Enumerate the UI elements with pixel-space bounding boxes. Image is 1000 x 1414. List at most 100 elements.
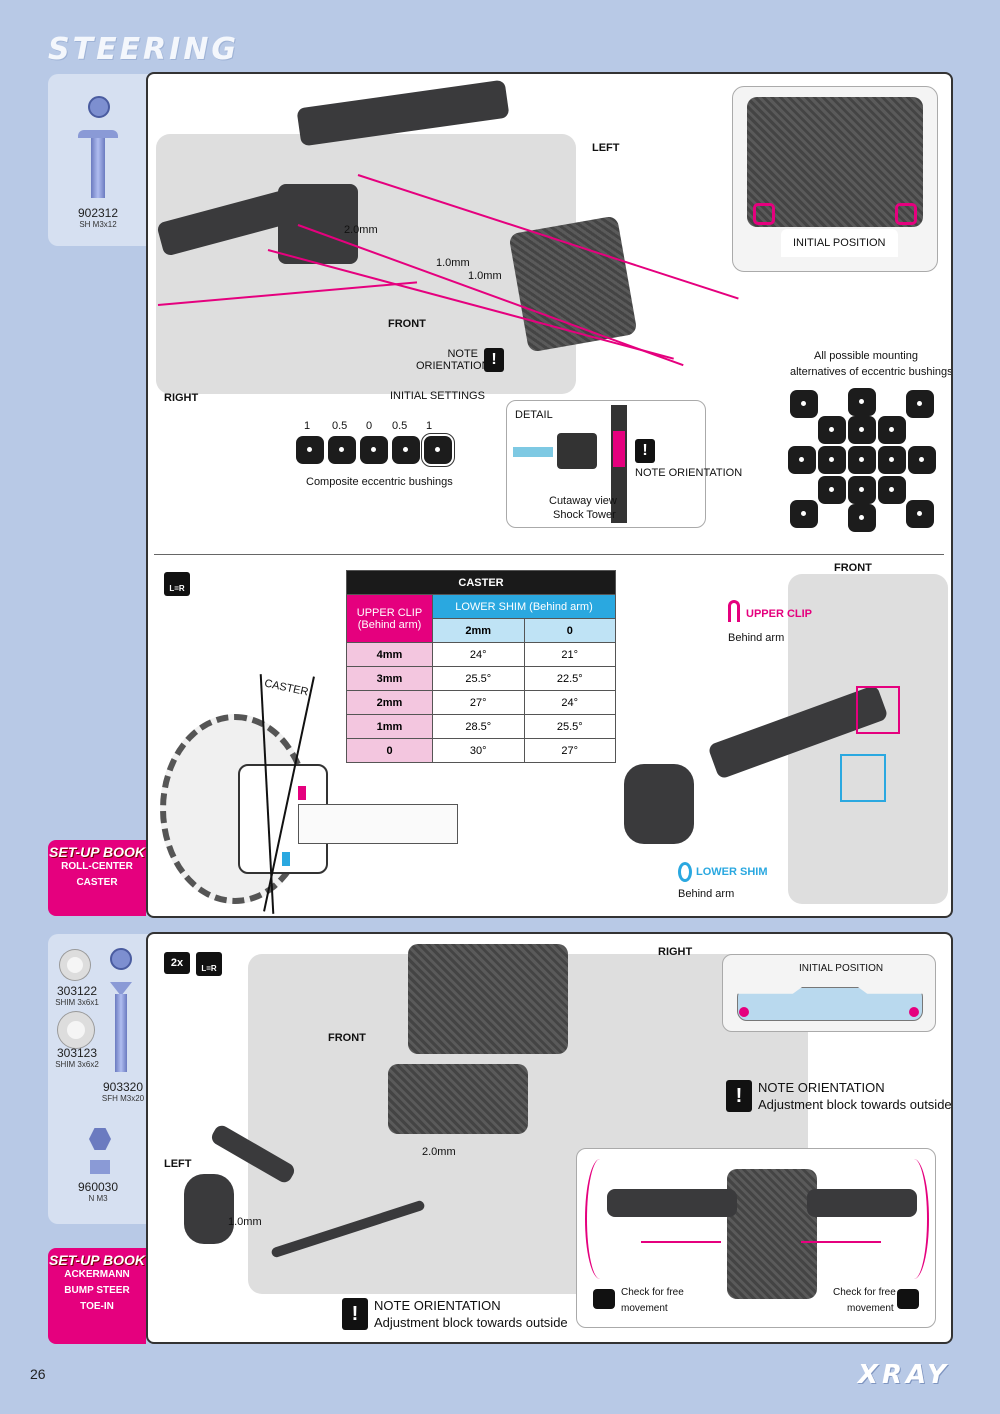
bushing-value: 1 <box>304 420 311 432</box>
bushing-icon <box>878 476 906 504</box>
mounting-grid <box>788 388 938 532</box>
setup-book-item: ROLL-CENTER <box>61 861 133 872</box>
note1-sub: Adjustment block towards outside <box>758 1097 952 1112</box>
part-303122: 303122 SHIM 3x6x1 <box>48 984 106 1007</box>
value-cell: 22.5° <box>523 666 616 691</box>
check-left-1: Check for free <box>621 1287 684 1298</box>
bushing-icon <box>818 476 846 504</box>
clip-cell: 1mm <box>346 714 433 739</box>
screw-icon <box>88 96 110 118</box>
value-cell: 30° <box>432 738 525 763</box>
value-cell: 24° <box>523 690 616 715</box>
note1-title: NOTE ORIENTATION <box>758 1080 885 1095</box>
bushing-value: 0 <box>366 420 373 432</box>
front-upright <box>624 764 694 844</box>
setup-book-item: CASTER <box>76 877 118 888</box>
rotate-arrow <box>585 1159 615 1279</box>
part-desc: SHIM 3x6x1 <box>55 998 99 1007</box>
chassis-plate <box>388 1064 528 1134</box>
section3-panel: 2x L=R RIGHT FRONT LEFT 2.0mm 1.0mm INIT… <box>146 932 953 1344</box>
setup-book-title: SET-UP BOOK <box>49 1252 145 1268</box>
lower-shim-label: LOWER SHIM <box>696 866 768 878</box>
value-cell: 25.5° <box>432 666 525 691</box>
bushing-icon <box>908 446 936 474</box>
note2-sub: Adjustment block towards outside <box>374 1315 568 1330</box>
lr-icon-text: L=R <box>201 964 217 973</box>
mount-highlight <box>753 203 775 225</box>
page-number: 26 <box>30 1366 46 1382</box>
bushing-side-icon <box>557 433 597 469</box>
setup-book-badge[interactable]: SET-UP BOOK ACKERMANN BUMP STEER TOE-IN <box>48 1248 146 1344</box>
mount-highlight <box>909 1007 919 1017</box>
note-orientation-label: NOTE ORIENTATION <box>416 348 490 372</box>
bushing-icon <box>790 500 818 528</box>
part-902312: 902312 SH M3x12 <box>48 206 148 229</box>
bushing-value: 0.5 <box>392 420 408 432</box>
page-title: STEERING <box>48 32 240 67</box>
detail-box: DETAIL ! NOTE ORIENTATION Cutaway view S… <box>506 400 742 528</box>
shim-col: 2mm <box>432 618 525 643</box>
bushing-icon <box>878 446 906 474</box>
lower-shim-box <box>840 754 886 802</box>
shim-1mm-label: 1.0mm <box>228 1216 262 1228</box>
qty-icon: 2x <box>164 952 190 974</box>
bushing-icon <box>848 476 876 504</box>
screw-shaft-icon <box>78 130 118 138</box>
check-right-1: Check for free <box>833 1287 896 1298</box>
lr-icon: L=R <box>164 572 190 596</box>
bushing-icon <box>848 504 876 532</box>
clip-marker <box>298 786 306 800</box>
shim-1mm-label: 1.0mm <box>468 270 502 282</box>
value-cell: 27° <box>523 738 616 763</box>
tower-section-highlight <box>613 431 625 467</box>
part-number: 960030 <box>77 1180 119 1194</box>
front-label: FRONT <box>328 1032 366 1044</box>
mount-highlight <box>739 1007 749 1017</box>
shim-2mm-label: 2.0mm <box>422 1146 456 1158</box>
bushing-icon <box>296 436 324 464</box>
left-label: LEFT <box>164 1158 192 1170</box>
mounting-title-2: alternatives of eccentric bushings <box>790 366 953 378</box>
bushing-value: 0.5 <box>332 420 348 432</box>
value-cell: 21° <box>523 642 616 667</box>
upper-clip-label: UPPER CLIP <box>746 608 813 620</box>
movement-arrow <box>641 1241 721 1243</box>
upper-clip-sub: Behind arm <box>728 632 785 644</box>
shim-col: 0 <box>523 618 616 643</box>
bushing-value: 1 <box>426 420 433 432</box>
upper-clip-box <box>856 686 900 734</box>
divider <box>154 554 944 555</box>
shim-2mm-label: 2.0mm <box>344 224 378 236</box>
lr-icon-text: L=R <box>169 584 185 593</box>
setup-book-title: SET-UP BOOK <box>49 844 145 860</box>
setup-book-badge[interactable]: SET-UP BOOK ROLL-CENTER CASTER <box>48 840 146 916</box>
screw-icon <box>110 948 132 970</box>
check-icon <box>897 1289 919 1309</box>
shim-icon <box>60 950 90 980</box>
clip-cell: 0 <box>346 738 433 763</box>
bushing-icon <box>421 433 455 467</box>
bushing-icon <box>392 436 420 464</box>
section1-panel: LEFT FRONT RIGHT 2.0mm 1.0mm 1.0mm NOTE … <box>146 72 953 918</box>
left-arm <box>607 1189 737 1217</box>
mount-highlight <box>895 203 917 225</box>
part-desc: SH M3x12 <box>79 220 117 229</box>
lr-icon: L=R <box>196 952 222 976</box>
parts-sidebar-3: 303122 SHIM 3x6x1 303123 SHIM 3x6x2 9033… <box>48 934 148 1224</box>
check-right-2: movement <box>847 1303 894 1314</box>
part-303123: 303123 SHIM 3x6x2 <box>48 1046 106 1069</box>
shim-marker <box>282 852 290 866</box>
warning-icon: ! <box>484 348 504 372</box>
nut-icon <box>89 1128 111 1150</box>
caster-label: CASTER <box>263 677 310 699</box>
bushing-icon <box>906 500 934 528</box>
setup-book-item: BUMP STEER <box>64 1285 130 1296</box>
bushing-icon <box>818 416 846 444</box>
clip-icon <box>728 600 740 622</box>
screw-shaft <box>91 138 105 198</box>
shock-tower <box>408 944 568 1054</box>
bushing-icon <box>906 390 934 418</box>
